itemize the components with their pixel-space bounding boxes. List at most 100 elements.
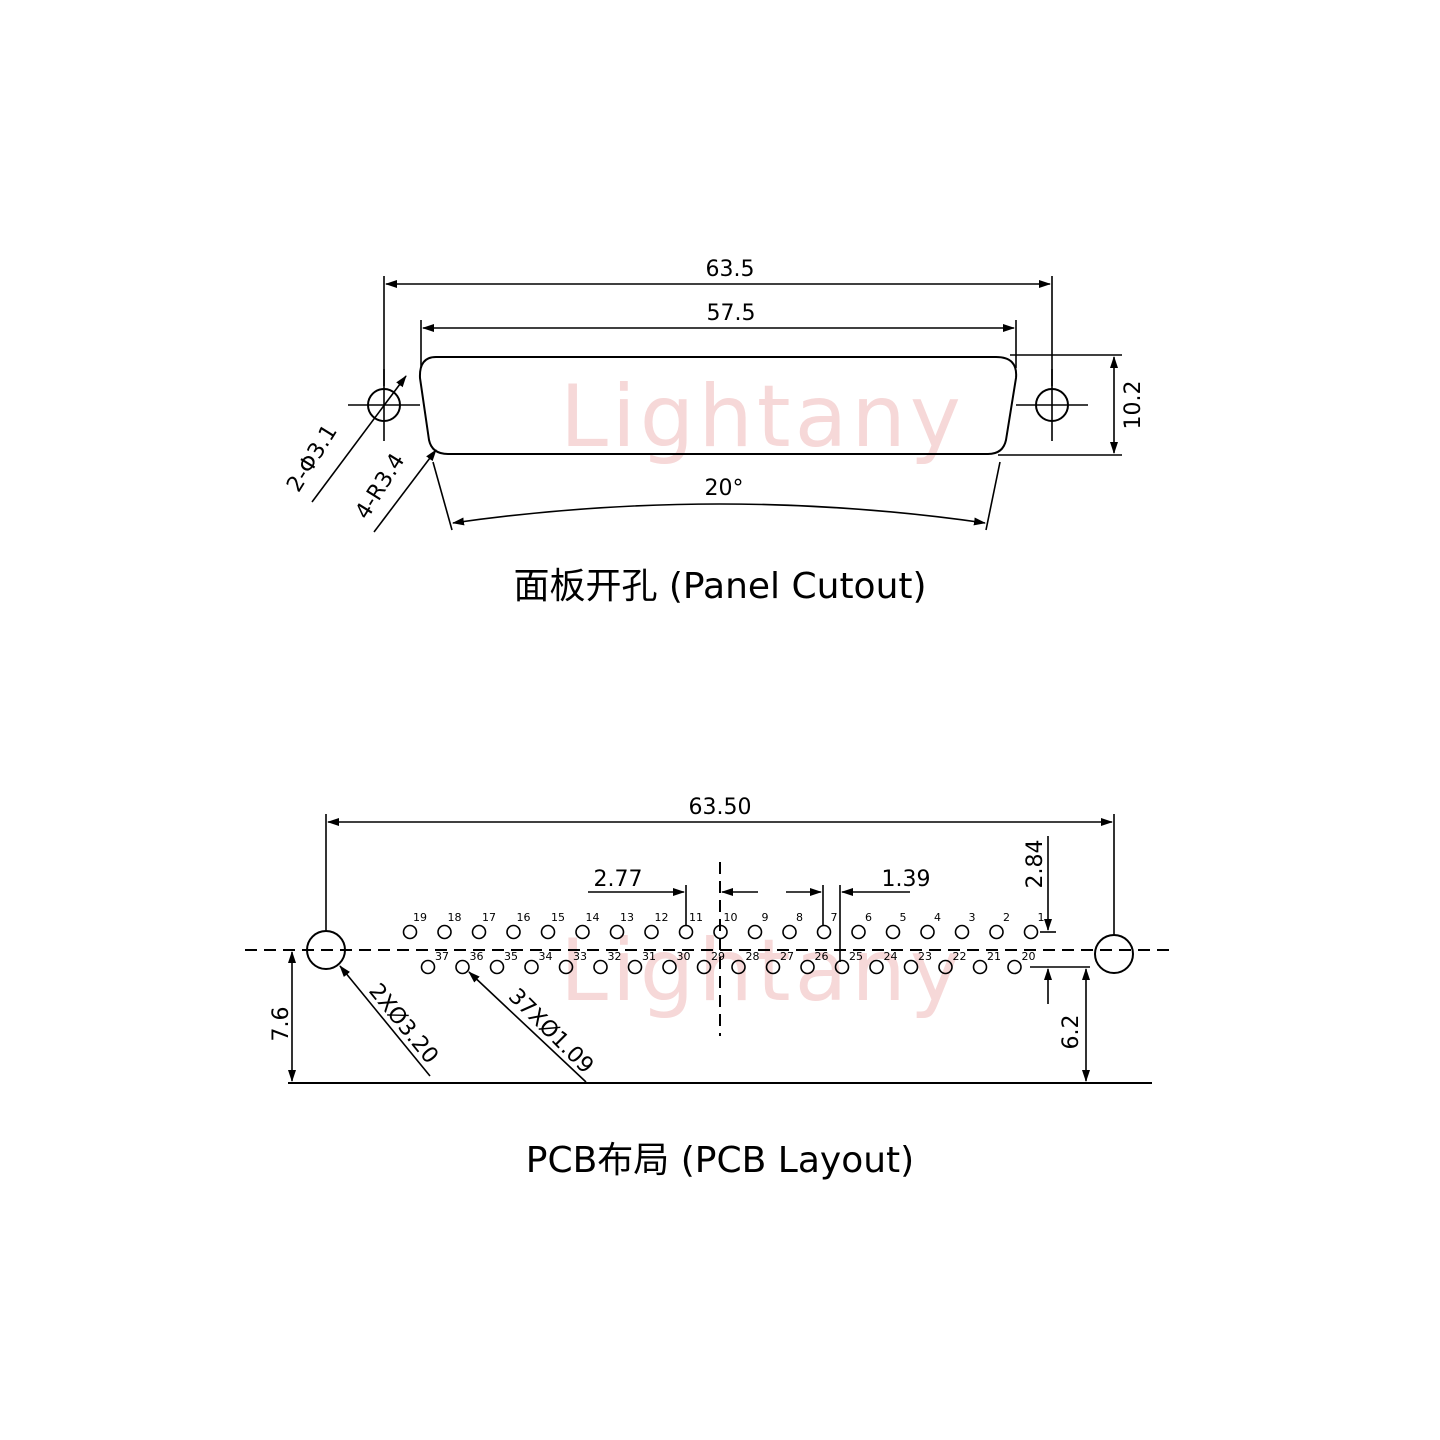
pin-number-label: 20 [1022,950,1036,963]
pin-number-label: 23 [918,950,932,963]
pin-number-label: 27 [780,950,794,963]
pin-number-label: 19 [413,911,427,924]
pcb-dim-right-height-label: 6.2 [1059,1015,1084,1050]
leader-radius [373,449,437,533]
pin-number-label: 1 [1038,911,1045,924]
dim-angle-label: 20° [705,476,744,501]
pin-hole [696,959,712,975]
pin-hole [455,959,470,975]
pin-number-label: 34 [539,950,553,963]
dim-holes-label: 2-Φ3.1 [282,420,343,496]
pin-hole [540,924,556,940]
pin-hole [731,959,746,975]
pin-hole [713,924,728,940]
pcb-dim-overall-label: 63.50 [689,795,752,820]
pin-number-label: 31 [642,950,656,963]
pin-hole [765,959,781,975]
pin-number-label: 2 [1003,911,1010,924]
pin-hole [437,924,452,940]
pin-hole [747,924,763,940]
pin-number-label: 26 [815,950,829,963]
pin-hole [903,959,919,975]
pin-number-label: 30 [677,950,691,963]
pin-number-label: 35 [504,950,518,963]
pin-number-label: 8 [796,911,803,924]
bottom-pin-row: 37 36 35 34 33 32 31 30 29 28 27 26 25 24 23 22 21 20 [420,950,1036,975]
pin-number-label: 36 [470,950,484,963]
watermark-panel: Lightany [560,367,965,467]
pin-hole [609,924,625,940]
pin-number-label: 18 [448,911,462,924]
pin-hole [402,924,418,940]
pin-hole [627,959,643,975]
pin-hole [920,924,935,940]
panel-cutout-drawing: 63.5 57.5 10.2 2-Φ3.1 4-R3.4 20° [282,257,1146,533]
pin-hole [885,924,901,940]
pin-hole [782,924,797,940]
pin-number-label: 11 [689,911,703,924]
pin-number-label: 37 [435,950,449,963]
pin-hole [938,959,953,975]
pin-number-label: 25 [849,950,863,963]
pin-hole [954,924,970,940]
pin-number-label: 17 [482,911,496,924]
pin-number-label: 15 [551,911,565,924]
pin-hole [972,959,988,975]
pin-number-label: 7 [831,911,838,924]
dim-overall-label: 63.5 [706,257,755,282]
pin-hole [1007,959,1022,975]
pcb-dim-mount-holes-label: 2XØ3.20 [363,979,442,1069]
pin-hole [869,959,884,975]
pcb-dim-row-spacing-label: 2.84 [1023,840,1048,889]
pin-hole [593,959,608,975]
pin-hole [662,959,677,975]
pin-number-label: 14 [586,911,600,924]
pin-number-label: 22 [953,950,967,963]
pin-hole [644,924,659,940]
dim-opening-label: 57.5 [707,301,756,326]
pcb-dim-pitch-label: 2.77 [594,867,643,892]
dim-height-label: 10.2 [1121,381,1146,430]
pin-number-label: 29 [711,950,725,963]
pcb-dim-left-height-label: 7.6 [269,1007,294,1042]
pin-hole [800,959,815,975]
pin-hole [834,959,850,975]
panel-caption: 面板开孔 (Panel Cutout) [513,566,926,607]
dim-arc-angle [452,503,986,526]
pin-hole [575,924,590,940]
pin-hole [506,924,521,940]
pcb-dim-half-pitch-label: 1.39 [882,867,931,892]
pin-number-label: 24 [884,950,898,963]
pin-number-label: 33 [573,950,587,963]
pin-hole [816,924,832,940]
pin-number-label: 32 [608,950,622,963]
cutout-outline [418,356,1018,455]
pin-number-label: 6 [865,911,872,924]
leader-holes [311,375,407,503]
pin-number-label: 9 [762,911,769,924]
pin-number-label: 3 [969,911,976,924]
pin-number-label: 12 [655,911,669,924]
pin-number-label: 21 [987,950,1001,963]
pcb-caption: PCB布局 (PCB Layout) [526,1140,914,1181]
pin-hole [1023,924,1039,940]
pin-number-label: 13 [620,911,634,924]
pin-hole [420,959,436,975]
pin-number-label: 28 [746,950,760,963]
leader-pin-holes [468,971,587,1083]
watermark-pcb: Lightany [560,921,965,1021]
pin-hole [851,924,866,940]
pin-hole [558,959,574,975]
leader-mount-holes [339,965,431,1077]
pin-number-label: 10 [724,911,738,924]
pcb-right-mount-hole [1094,934,1134,974]
dim-radius-label: 4-R3.4 [351,449,410,523]
pin-hole [471,924,487,940]
pin-hole [489,959,505,975]
pin-number-label: 5 [900,911,907,924]
pin-number-label: 16 [517,911,531,924]
pin-hole [524,959,539,975]
pin-hole [989,924,1004,940]
